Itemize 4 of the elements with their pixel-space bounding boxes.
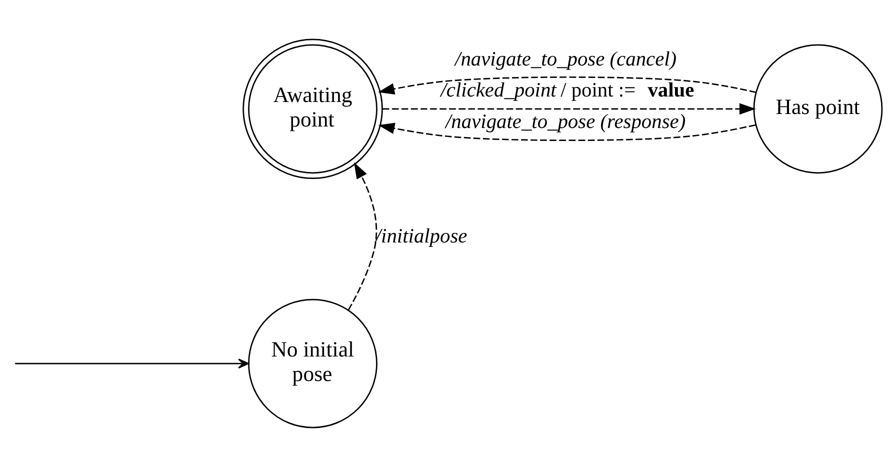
edge-label: /clicked_point / point := value bbox=[440, 80, 694, 102]
edge-label: /initialpose bbox=[375, 225, 468, 248]
edge-label: /navigate_to_pose (response) bbox=[446, 110, 686, 133]
edge-label: /navigate_to_pose (cancel) bbox=[455, 48, 677, 70]
